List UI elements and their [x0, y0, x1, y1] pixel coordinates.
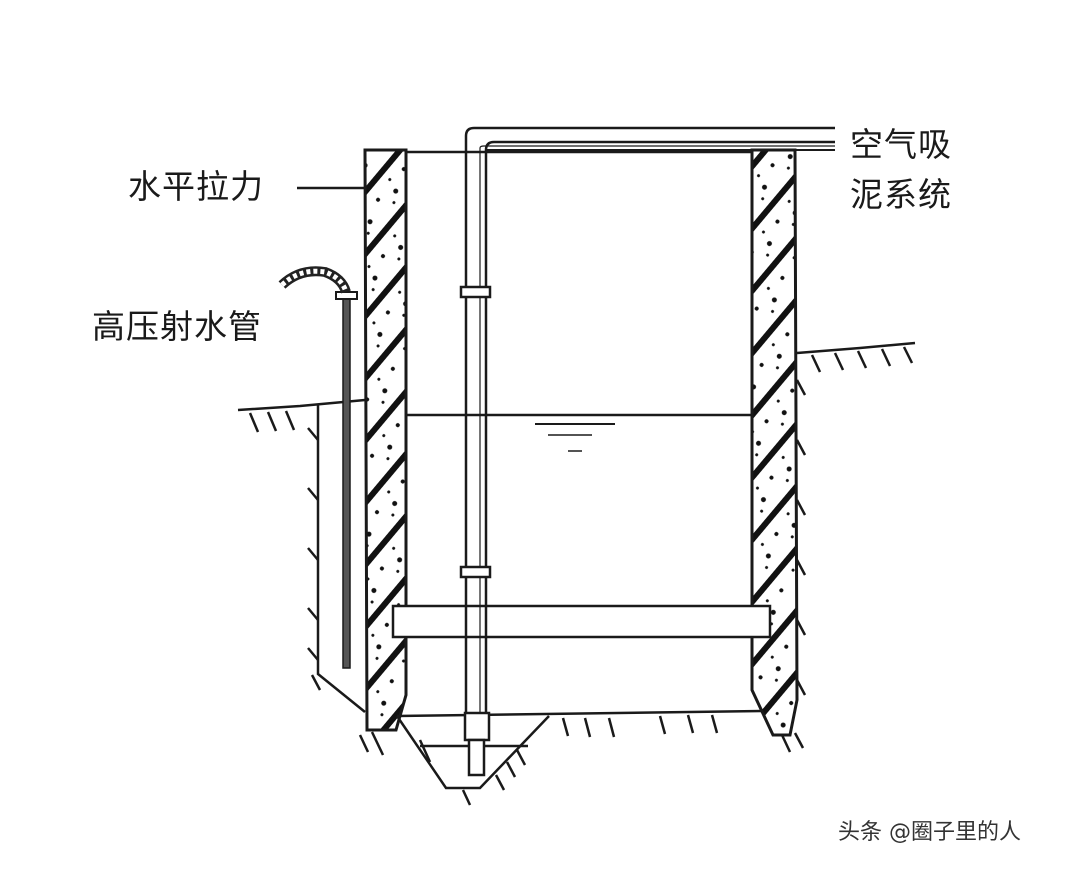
jet-hose [278, 266, 351, 294]
ground-right [796, 341, 916, 355]
pipe-coupling [459, 285, 492, 299]
air-lift-pipe [464, 126, 835, 740]
label-air-lift-line1: 空气吸 [850, 125, 952, 164]
pipe-coupling [459, 565, 492, 579]
left-caisson-wall [363, 148, 408, 732]
sump-pit [395, 715, 550, 790]
horizontal-strut [391, 604, 772, 639]
watermark: 头条 @圈子里的人 [838, 820, 1021, 845]
label-horizontal-tension: 水平拉力 [128, 167, 264, 206]
label-air-lift-line2: 泥系统 [850, 175, 952, 214]
excavation-bottom [396, 709, 763, 718]
excavation-left-side [316, 405, 366, 713]
label-high-pressure-jet-pipe: 高压射水管 [92, 307, 262, 346]
right-caisson-wall [750, 148, 799, 737]
suction-head [463, 711, 491, 742]
jet-pipe [342, 297, 351, 669]
